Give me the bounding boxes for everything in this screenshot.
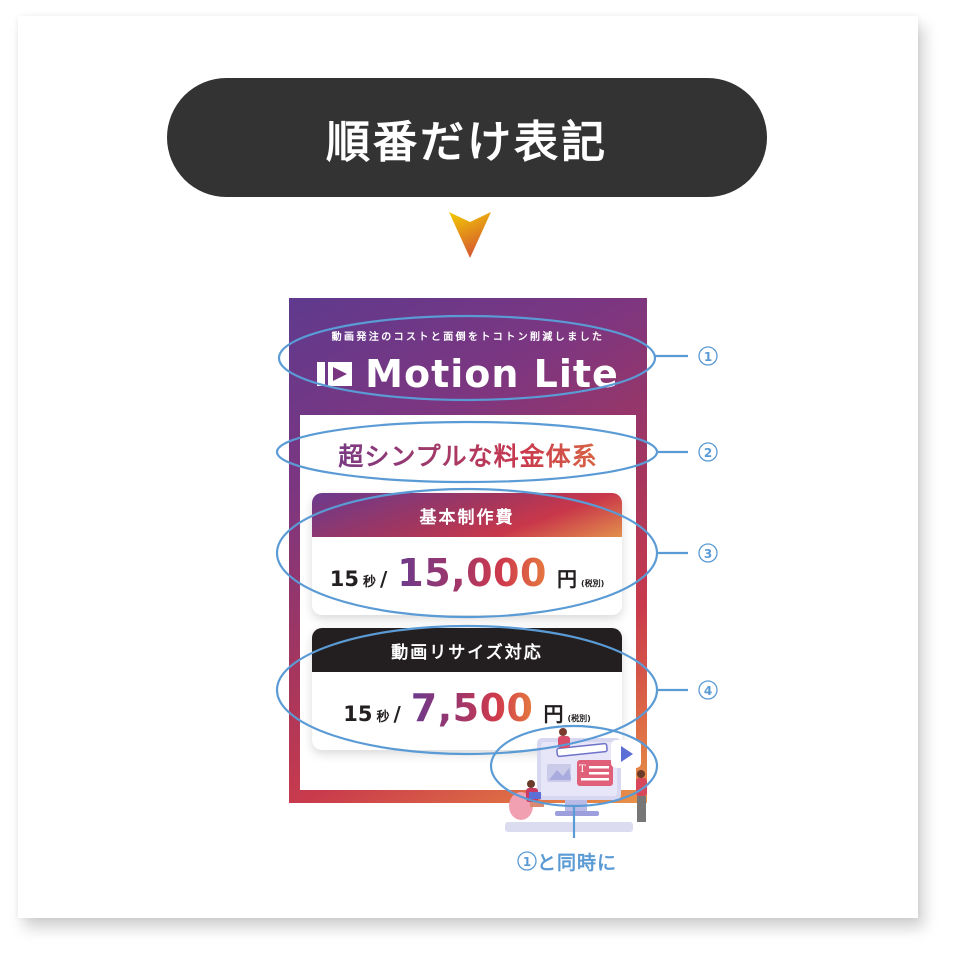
- duration-unit: 秒: [376, 710, 390, 725]
- simultaneous-note-text: と同時に: [537, 852, 618, 874]
- simultaneous-note: ① と同時に: [517, 848, 617, 875]
- down-arrow-icon: [449, 212, 491, 258]
- logo-mark-icon: [317, 362, 353, 386]
- currency: 円: [543, 702, 564, 726]
- currency: 円: [556, 567, 577, 591]
- tax-note: (税別): [567, 714, 591, 723]
- duration-unit: 秒: [362, 575, 376, 590]
- brand-logo: Motion Lite: [289, 352, 647, 396]
- price-value: 7,500: [410, 686, 534, 730]
- video-editing-illustration: T: [505, 728, 647, 832]
- logo-text: Motion Lite: [365, 352, 619, 396]
- poster-tagline: 動画発注のコストと面倒をトコトン削減しました: [331, 332, 605, 343]
- price-card-title: 基本制作費: [312, 493, 622, 537]
- page-title: 順番だけ表記: [326, 116, 608, 168]
- duration-value: 15: [329, 567, 359, 591]
- separator: /: [393, 702, 401, 726]
- price-card-basic: 基本制作費 15 秒 / 15,000 円 (税別): [312, 493, 622, 615]
- svg-text:T: T: [579, 764, 586, 775]
- price-value: 15,000: [397, 551, 547, 595]
- duration-value: 15: [343, 702, 373, 726]
- pricing-poster: 動画発注のコストと面倒をトコトン削減しました Motion Lite 超シンプル…: [289, 298, 647, 832]
- tax-note: (税別): [580, 579, 605, 588]
- title-pill: 順番だけ表記: [167, 78, 767, 197]
- pricing-headline: 超シンプルな料金体系: [300, 437, 636, 473]
- separator: /: [379, 567, 388, 591]
- price-card-title: 動画リサイズ対応: [312, 628, 622, 672]
